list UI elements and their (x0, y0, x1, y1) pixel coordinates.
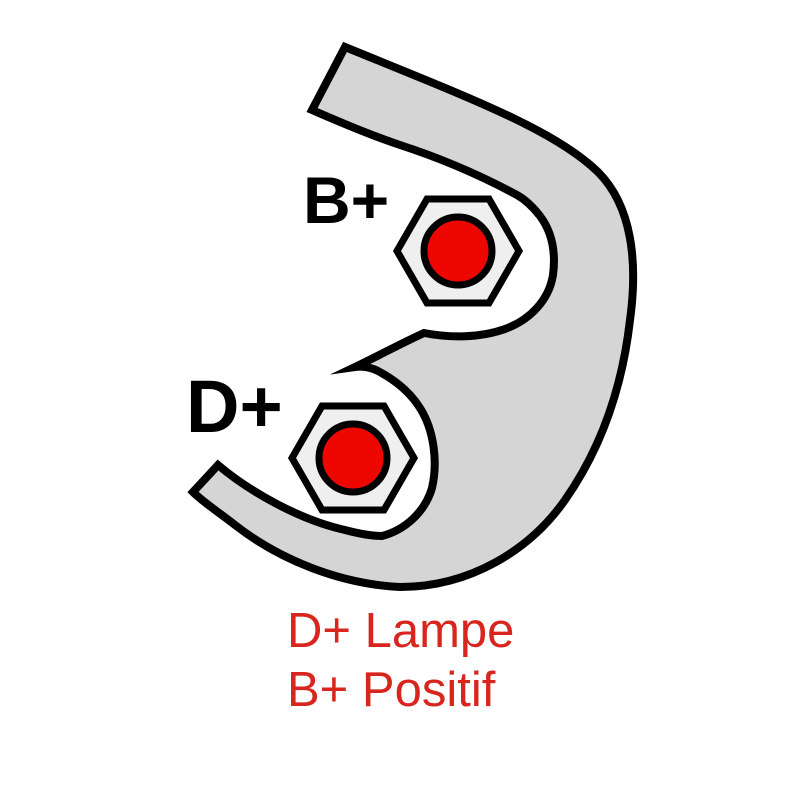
connector-body (187, 41, 638, 592)
label-d-plus: D+ (186, 365, 283, 448)
contact-b-plus (420, 213, 496, 289)
label-b-plus: B+ (303, 163, 389, 237)
terminal-d-plus (287, 402, 419, 514)
caption-b-plus-positif: B+ Positif (287, 663, 496, 717)
contact-d-plus (315, 420, 391, 496)
caption-d-plus-lampe: D+ Lampe (287, 604, 514, 658)
terminal-b-plus (392, 195, 524, 307)
